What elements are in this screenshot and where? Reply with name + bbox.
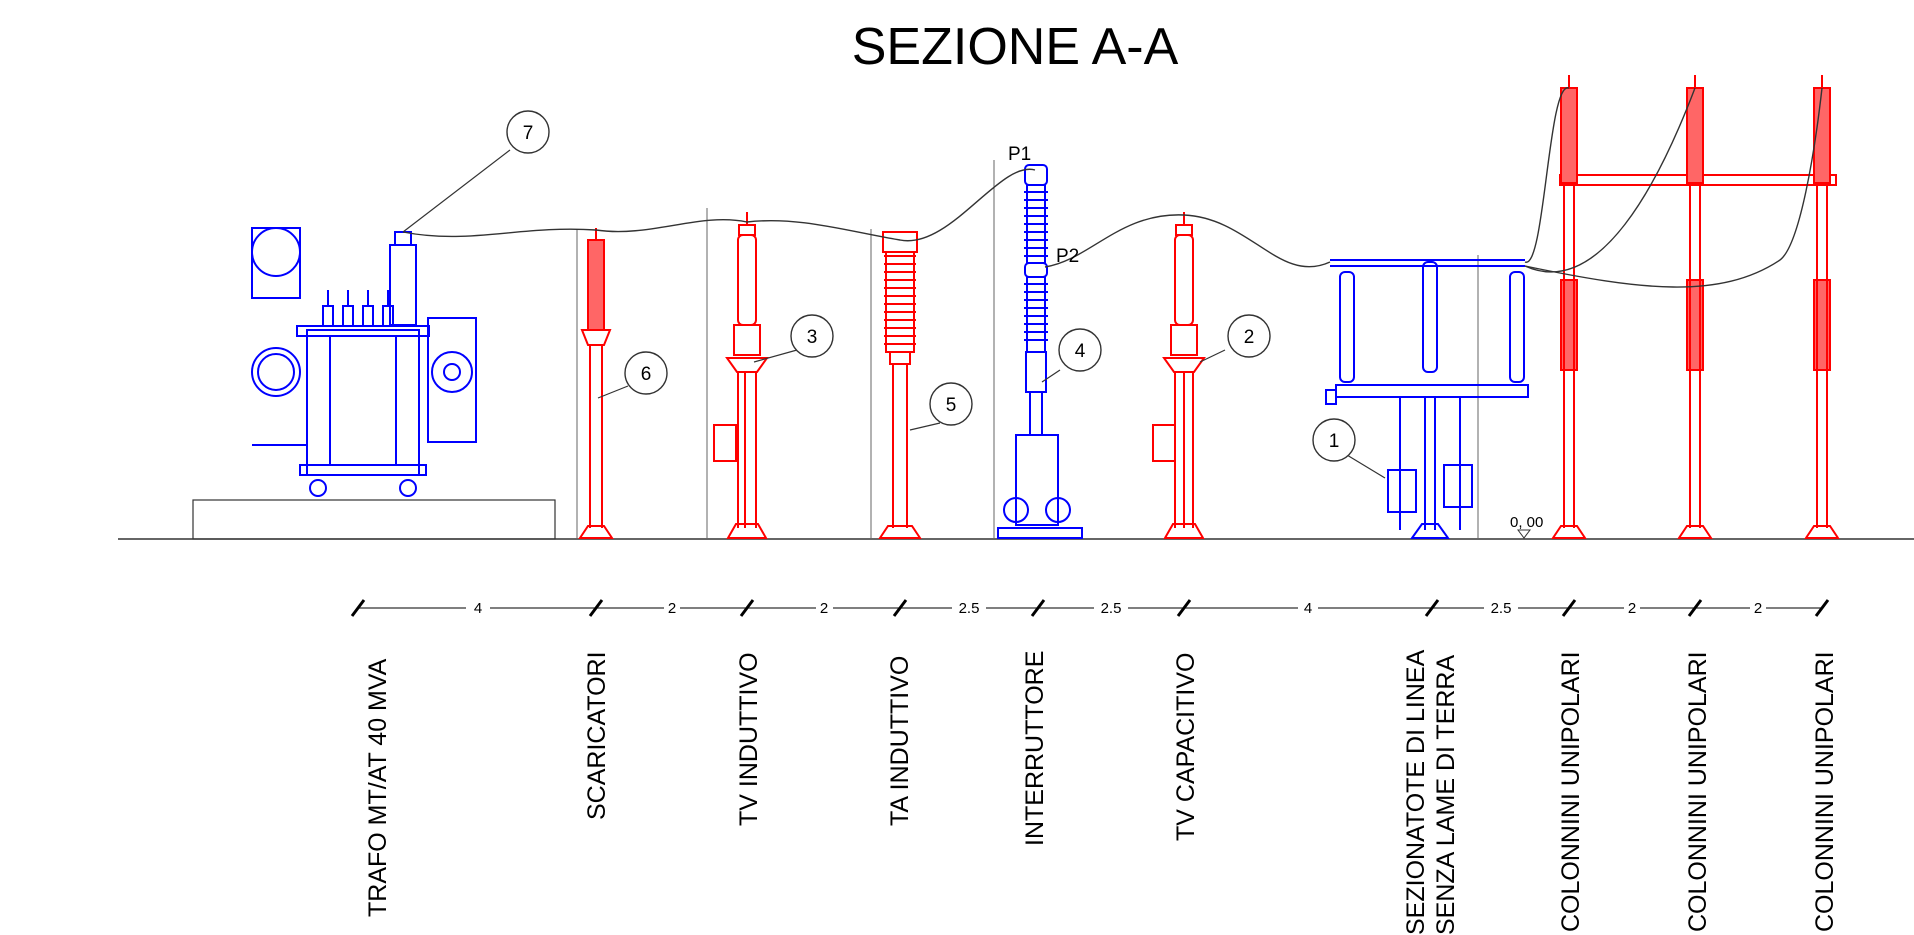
label-circuit-breaker: INTERRUTTORE xyxy=(1021,651,1049,846)
surge-arrester xyxy=(578,228,614,539)
dimension-value: 2 xyxy=(1628,600,1636,617)
post-insulator-2 xyxy=(1677,75,1713,539)
equipment-labels: TRAFO MT/AT 40 MVA SCARICATORI TV INDUTT… xyxy=(364,649,1839,935)
callout-3: 3 xyxy=(790,314,834,358)
dimension-value: 2 xyxy=(1754,600,1762,617)
callout-5: 5 xyxy=(929,382,973,426)
label-transformer: TRAFO MT/AT 40 MVA xyxy=(364,658,392,917)
label-post-insulators-1: COLONNINI UNIPOLARI xyxy=(1557,651,1585,932)
callout-1: 1 xyxy=(1312,418,1356,462)
callout-leaders xyxy=(402,149,1386,479)
dimension-value: 2.5 xyxy=(959,600,980,617)
label-surge-arresters: SCARICATORI xyxy=(583,651,611,820)
label-capacitive-vt: TV CAPACITIVO xyxy=(1172,653,1200,841)
dimension-values: 4 2 2 2.5 2.5 4 2.5 2 2 xyxy=(474,600,1762,617)
callout-6: 6 xyxy=(624,351,668,395)
callout-4-number: 4 xyxy=(1075,341,1086,362)
label-inductive-ct: TA INDUTTIVO xyxy=(886,656,914,826)
ground-level-value: 0, 00 xyxy=(1510,514,1543,531)
callout-7-number: 7 xyxy=(523,123,534,144)
inductive-current-transformer xyxy=(878,231,922,539)
label-disconnector-line2: SENZA LAME DI TERRA xyxy=(1432,655,1460,935)
callout-2-number: 2 xyxy=(1244,327,1255,348)
callout-3-number: 3 xyxy=(807,327,818,348)
callout-1-number: 1 xyxy=(1329,431,1340,452)
dimension-value: 4 xyxy=(474,600,482,617)
label-inductive-vt: TV INDUTTIVO xyxy=(735,652,763,826)
transformer-foundation xyxy=(192,499,556,540)
capacitive-voltage-transformer xyxy=(1152,212,1206,539)
callout-4: 4 xyxy=(1058,328,1102,372)
line-disconnector xyxy=(1325,259,1529,539)
section-title: SEZIONE A-A xyxy=(852,18,1179,76)
level-triangle-icon xyxy=(1517,529,1531,539)
dimension-value: 2 xyxy=(820,600,828,617)
transformer xyxy=(251,227,477,497)
callout-6-number: 6 xyxy=(641,364,652,385)
dimension-ticks xyxy=(350,599,1830,617)
callout-7: 7 xyxy=(506,110,550,154)
conductors xyxy=(402,87,1823,288)
label-post-insulators-2: COLONNINI UNIPOLARI xyxy=(1684,651,1712,932)
label-disconnector-line1: SEZIONATOTE DI LINEA xyxy=(1402,649,1430,935)
inductive-voltage-transformer xyxy=(713,212,769,539)
circuit-breaker xyxy=(997,164,1083,539)
post-insulator-1 xyxy=(1551,75,1837,539)
post-insulator-3 xyxy=(1804,75,1840,539)
callout-5-number: 5 xyxy=(946,395,957,416)
dimension-value: 2 xyxy=(668,600,676,617)
callout-2: 2 xyxy=(1227,314,1271,358)
label-post-insulators-3: COLONNINI UNIPOLARI xyxy=(1811,651,1839,932)
dimension-value: 2.5 xyxy=(1491,600,1512,617)
dimension-value: 2.5 xyxy=(1101,600,1122,617)
dimension-value: 4 xyxy=(1304,600,1312,617)
point-label-p2: P2 xyxy=(1056,246,1079,267)
point-label-p1: P1 xyxy=(1008,144,1031,165)
